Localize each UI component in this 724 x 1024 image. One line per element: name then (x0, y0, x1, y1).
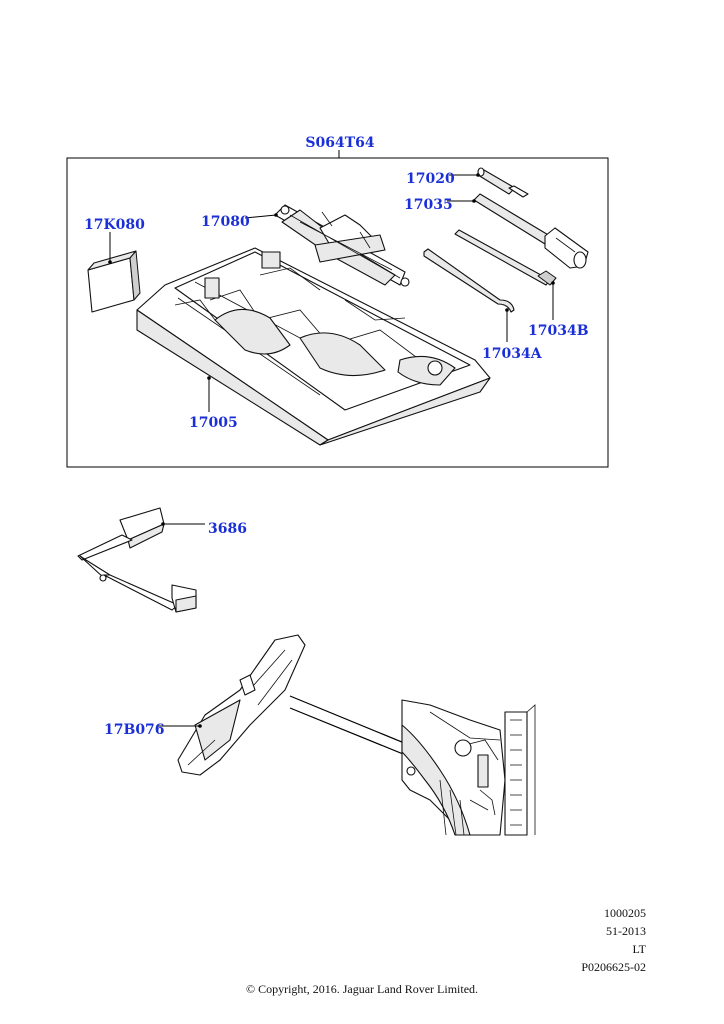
illustration-number: P0206625-02 (581, 960, 646, 974)
kit-case-17K080[interactable] (87, 250, 141, 313)
jack-17080[interactable] (274, 204, 410, 287)
wheel-brace-17035[interactable] (473, 193, 589, 269)
ref-number: 1000205 (604, 906, 646, 920)
callout-17020[interactable]: 17020 (406, 171, 455, 187)
callout-17K080[interactable]: 17K080 (84, 217, 145, 233)
callout-17080[interactable]: 17080 (201, 214, 250, 230)
tow-hook-17034A[interactable] (423, 248, 515, 313)
copyright-notice: © Copyright, 2016. Jaguar Land Rover Lim… (245, 982, 479, 996)
bracket-3686[interactable] (77, 507, 197, 613)
extension-bar-17034B[interactable] (454, 229, 557, 286)
socket-17020[interactable] (477, 167, 529, 198)
tool-tray-17005[interactable] (136, 247, 491, 446)
install-detail-view (289, 695, 536, 836)
stowage-bracket-17B076[interactable] (177, 634, 306, 776)
ref-date: 51-2013 (606, 924, 646, 938)
callout-17035[interactable]: 17035 (404, 197, 453, 213)
callout-17B076[interactable]: 17B076 (104, 722, 165, 738)
callout-17005[interactable]: 17005 (189, 415, 238, 431)
callout-17034B[interactable]: 17034B (528, 323, 589, 339)
callout-S064T64[interactable]: S064T64 (305, 135, 374, 151)
callout-3686[interactable]: 3686 (208, 521, 247, 537)
kit-frame (66, 157, 609, 468)
callout-17034A[interactable]: 17034A (482, 346, 543, 362)
leader-lines (108, 150, 555, 728)
ref-market: LT (632, 942, 646, 956)
